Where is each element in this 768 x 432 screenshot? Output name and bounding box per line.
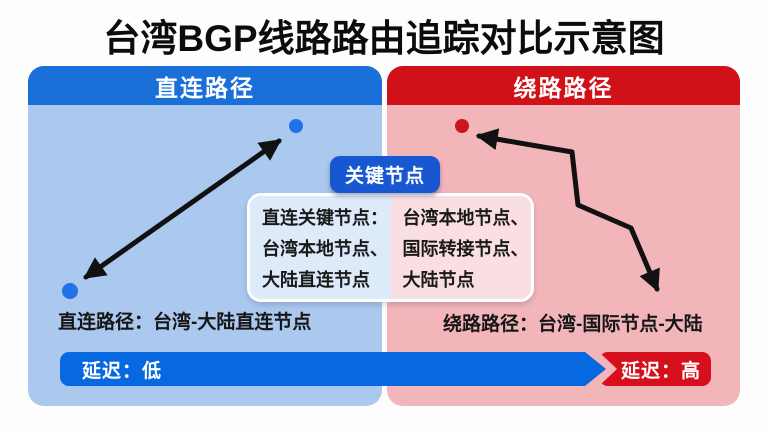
detour-nodes-line: 国际转接节点、 — [402, 239, 529, 259]
detour-path-header: 绕路路径 — [387, 66, 740, 105]
key-nodes-box: 直连关键节点： 台湾本地节点、 大陆直连节点 台湾本地节点、 国际转接节点、 大… — [247, 193, 534, 302]
direct-route-label: 直连路径：台湾-大陆直连节点 — [58, 312, 312, 333]
latency-low-bar: 延迟：低 — [60, 352, 606, 386]
detour-nodes-line: 大陆节点 — [402, 270, 475, 290]
detour-nodes-column: 台湾本地节点、 国际转接节点、 大陆节点 — [390, 196, 531, 299]
direct-nodes-line: 台湾本地节点、 — [262, 239, 388, 259]
page-title: 台湾BGP线路路由追踪对比示意图 — [103, 18, 665, 59]
direct-nodes-line: 直连关键节点： — [262, 208, 388, 228]
direct-nodes-column: 直连关键节点： 台湾本地节点、 大陆直连节点 — [250, 196, 391, 299]
latency-low-label: 延迟：低 — [82, 360, 163, 382]
direct-path-header: 直连路径 — [28, 66, 382, 105]
latency-high-label: 延迟：高 — [620, 360, 701, 382]
detour-path-panel: 绕路路径 — [387, 66, 740, 406]
key-nodes-badge: 关键节点 — [330, 156, 440, 193]
latency-high-bar: 延迟：高 — [599, 352, 711, 386]
detour-nodes-line: 台湾本地节点、 — [402, 208, 529, 228]
detour-route-label: 绕路路径：台湾-国际节点-大陆 — [443, 314, 703, 335]
direct-nodes-line: 大陆直连节点 — [262, 270, 370, 290]
